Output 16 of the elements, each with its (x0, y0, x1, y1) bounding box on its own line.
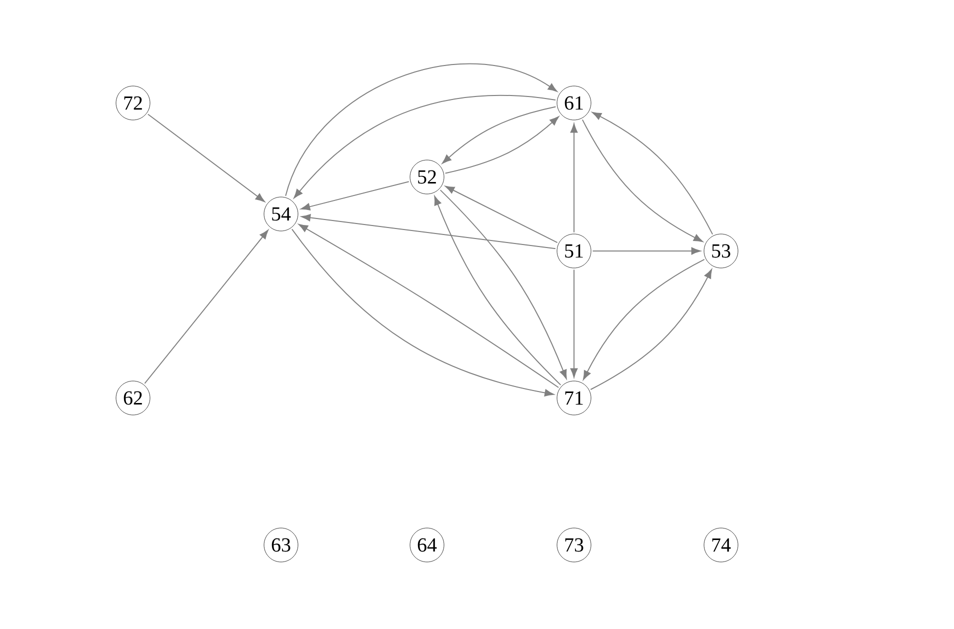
arrow (442, 106, 556, 164)
arrow (582, 119, 703, 242)
arrow (570, 123, 578, 233)
arrow (147, 114, 265, 202)
arrow (144, 230, 268, 384)
arrow (592, 247, 701, 255)
arrow (301, 214, 556, 250)
arrow (570, 269, 578, 378)
arrow (300, 181, 410, 210)
arrow (294, 94, 556, 198)
arrow (445, 186, 558, 244)
arrow (592, 112, 714, 235)
arrow (582, 258, 705, 380)
arrow (285, 63, 558, 196)
arrow (590, 269, 712, 390)
arrow (444, 116, 559, 174)
